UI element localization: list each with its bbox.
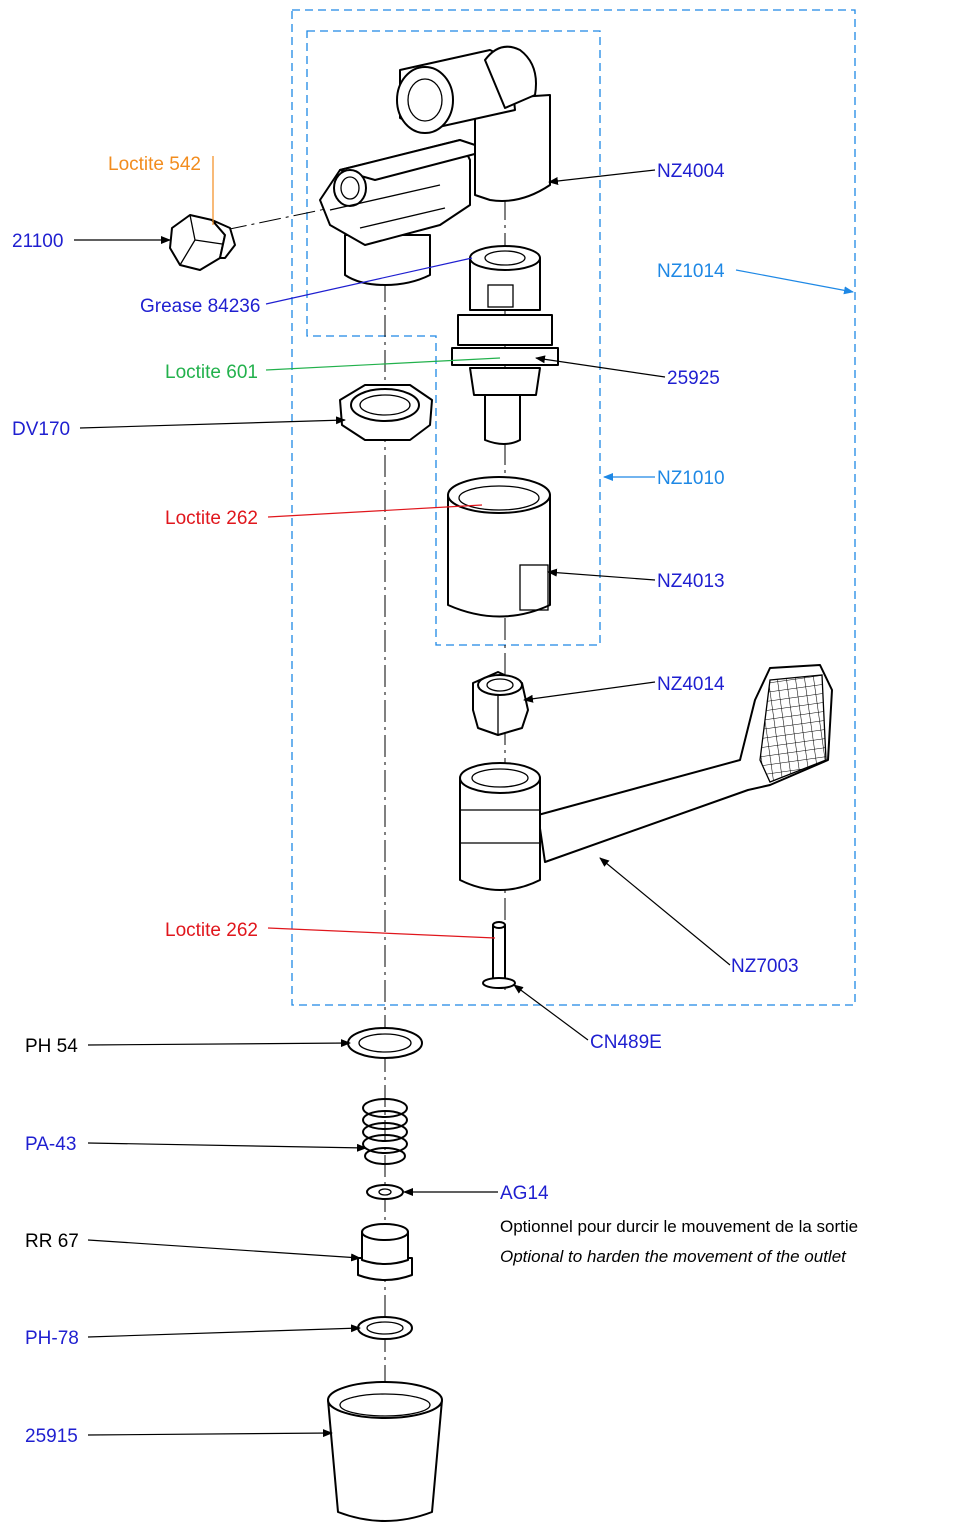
plug-21100 bbox=[169, 214, 236, 271]
label-rr67: RR 67 bbox=[25, 1231, 79, 1252]
label-nz1014: NZ1014 bbox=[657, 261, 725, 282]
label-nz4004: NZ4004 bbox=[657, 161, 725, 182]
note-english: Optional to harden the movement of the o… bbox=[500, 1247, 847, 1266]
nz1014-assembly-outline bbox=[291, 9, 856, 1006]
label-21100: 21100 bbox=[12, 231, 63, 252]
nut-dv170 bbox=[339, 384, 433, 441]
leader-lines bbox=[74, 156, 854, 1438]
label-cn489e: CN489E bbox=[590, 1032, 662, 1053]
label-nz4014: NZ4014 bbox=[657, 674, 725, 695]
oring-ph78 bbox=[357, 1316, 413, 1340]
label-dv170: DV170 bbox=[12, 419, 70, 440]
nut-nz4014 bbox=[472, 671, 529, 736]
washer-ag14 bbox=[366, 1184, 404, 1200]
label-ph78: PH-78 bbox=[25, 1328, 79, 1349]
label-ag14: AG14 bbox=[500, 1183, 549, 1204]
label-nz4013: NZ4013 bbox=[657, 571, 725, 592]
label-nz1010: NZ1010 bbox=[657, 468, 725, 489]
nz1010-assembly-outline bbox=[306, 30, 601, 646]
cap-25915 bbox=[327, 1381, 443, 1522]
label-ph54: PH 54 bbox=[25, 1036, 78, 1057]
body-nz4004 bbox=[319, 45, 551, 286]
screw-cn489e bbox=[482, 921, 516, 989]
oring-ph54 bbox=[347, 1027, 423, 1059]
label-nz7003: NZ7003 bbox=[731, 956, 799, 977]
label-grease-84236: Grease 84236 bbox=[140, 296, 260, 317]
label-loctite-542: Loctite 542 bbox=[108, 154, 201, 175]
spring-pa43 bbox=[362, 1098, 408, 1165]
label-loctite-601: Loctite 601 bbox=[165, 362, 258, 383]
handle-nz7003 bbox=[459, 664, 833, 891]
part-labels: 21100 Loctite 542 Grease 84236 Loctite 6… bbox=[12, 154, 858, 1447]
sleeve-nz4013 bbox=[447, 476, 551, 618]
label-loctite-262-bottom: Loctite 262 bbox=[165, 920, 258, 941]
note-french: Optionnel pour durcir le mouvement de la… bbox=[500, 1217, 858, 1236]
bushing-rr67 bbox=[357, 1223, 413, 1281]
label-loctite-262-top: Loctite 262 bbox=[165, 508, 258, 529]
label-25915: 25915 bbox=[25, 1426, 78, 1447]
cartridge-25925 bbox=[451, 245, 559, 445]
label-pa43: PA-43 bbox=[25, 1134, 76, 1155]
label-25925: 25925 bbox=[667, 368, 720, 389]
